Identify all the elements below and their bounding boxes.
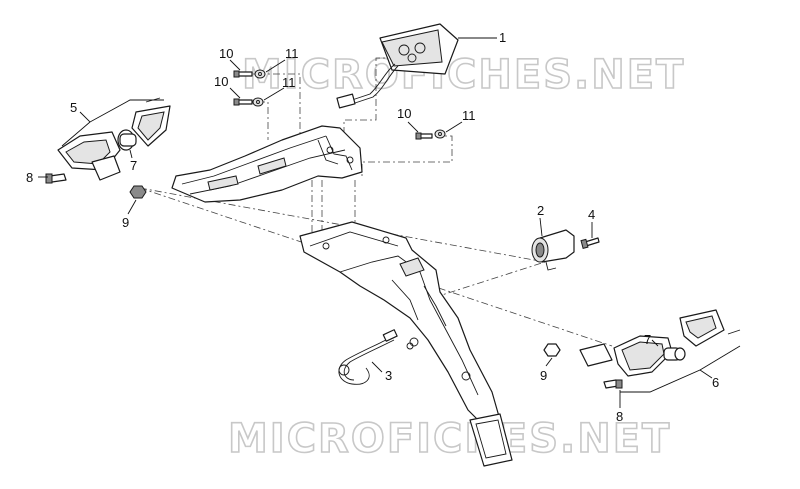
leader-lines [38,37,741,408]
watermark-top: MICROFICHES.NET [242,52,685,98]
screw-4 [580,237,600,249]
callout-11-top: 11 [285,46,299,61]
callout-9-right: 9 [540,368,547,383]
wiring-harness [338,329,414,385]
callout-6: 6 [712,375,719,390]
callout-8-right: 8 [616,409,623,424]
callout-10-right: 10 [397,106,411,121]
small-hardware [45,97,623,389]
callout-10-top: 10 [219,46,233,61]
callout-11-middle: 11 [282,75,296,90]
callout-4: 4 [588,207,595,222]
callout-2: 2 [537,203,544,218]
callout-1: 1 [499,30,506,45]
left-turn-signal [57,105,171,181]
callout-3: 3 [385,368,392,383]
callout-7-left: 7 [130,158,137,173]
callout-5: 5 [70,100,77,115]
callout-8-left: 8 [26,170,33,185]
callout-7-right: 7 [644,332,651,347]
screws-and-washers [233,69,446,140]
right-turn-signal [579,309,741,377]
inner-fender [171,125,363,203]
watermark-bottom: MICROFICHES.NET [228,416,671,462]
callout-10-middle: 10 [214,74,228,89]
license-plate-light [531,229,575,271]
callout-9-left: 9 [122,215,129,230]
callout-11-right: 11 [462,108,476,123]
license-plate-bracket [299,221,513,467]
tail-light-assembly [336,23,459,109]
callouts: 1 2 3 4 5 6 7 7 8 8 9 9 10 10 10 11 11 1… [26,30,719,424]
